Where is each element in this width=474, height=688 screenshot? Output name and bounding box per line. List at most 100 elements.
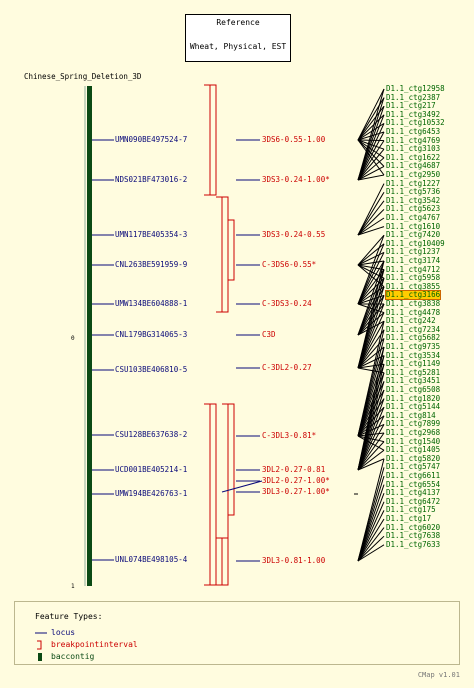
locus-label[interactable]: CNL179BG314065-3 <box>115 330 188 339</box>
bin-label[interactable]: 3DS3-0.24-1.00* <box>262 175 330 184</box>
legend-label-baccontig: baccontig <box>51 652 95 661</box>
contig-label[interactable]: D1.1_ctg7633 <box>386 539 441 549</box>
correspondence-line <box>357 458 385 471</box>
contig-label[interactable]: D1.1_ctg217 <box>386 101 436 111</box>
contig-label[interactable]: D1.1_ctg6611 <box>386 471 441 480</box>
contig-label[interactable]: D1.1_ctg3451 <box>386 376 441 386</box>
reference-species: Wheat, Physical, EST <box>189 42 287 51</box>
contig-label[interactable]: D1.1_ctg4767 <box>386 213 441 222</box>
contig-label[interactable]: D1.1_ctg1149 <box>386 359 441 369</box>
bin-label[interactable]: 3DL2-0.27-1.00* <box>262 476 330 485</box>
locus-label[interactable]: UMW134BE604888-1 <box>115 299 188 308</box>
contig-label[interactable]: D1.1_ctg4687 <box>386 161 441 171</box>
contig-label[interactable]: D1.1_ctg10532 <box>386 118 445 128</box>
locus-label[interactable]: NDS021BF473016-2 <box>115 175 188 184</box>
contig-label[interactable]: D1.1_ctg7899 <box>386 419 441 429</box>
correspondence-line <box>357 269 385 305</box>
breakpoint-bracket <box>222 537 229 586</box>
correspondence-line <box>357 329 385 369</box>
contig-label[interactable]: D1.1_ctg3534 <box>386 350 441 360</box>
bin-label[interactable]: C-3DS6-0.55* <box>262 260 317 269</box>
locus-label[interactable]: UCD001BE405214-1 <box>115 465 188 474</box>
contig-label[interactable]: D1.1_ctg5281 <box>386 367 441 377</box>
contig-label[interactable]: D1.1_ctg7638 <box>386 531 441 541</box>
contig-label[interactable]: D1.1_ctg5736 <box>386 187 441 197</box>
contig-label[interactable]: D1.1_ctg1237 <box>386 247 441 257</box>
contig-label-highlighted[interactable]: D1.1_ctg3166 <box>384 290 442 301</box>
correspondence-line <box>357 355 385 369</box>
contig-label[interactable]: D1.1_ctg4137 <box>386 488 441 498</box>
contig-label[interactable]: D1.1_ctg5144 <box>386 402 441 412</box>
contig-label[interactable]: D1.1_ctg6020 <box>386 522 441 532</box>
breakpoint-bracket <box>210 84 217 196</box>
bin-label[interactable]: 3DL3-0.81-1.00 <box>262 556 326 565</box>
contig-label[interactable]: D1.1_ctg3855 <box>386 281 441 291</box>
contig-label[interactable]: D1.1_ctg5747 <box>386 462 441 472</box>
contig-label[interactable]: D1.1_ctg10409 <box>386 238 445 248</box>
contig-label[interactable]: D1.1_ctg6453 <box>386 127 441 136</box>
contig-label[interactable]: D1.1_ctg1610 <box>386 221 441 231</box>
locus-label[interactable]: CSU103BE406810-5 <box>115 365 188 374</box>
contig-label[interactable]: D1.1_ctg1820 <box>386 393 441 403</box>
bin-label[interactable]: 3DS3-0.24-0.55 <box>262 230 326 239</box>
contig-label[interactable]: D1.1_ctg1227 <box>386 178 441 188</box>
correspondence-line <box>357 295 385 369</box>
bin-label[interactable]: C-3DS3-0.24 <box>262 299 312 308</box>
contig-label[interactable]: D1.1_ctg1622 <box>386 152 441 162</box>
bin-label[interactable]: C-3DL2-0.27 <box>262 363 312 372</box>
contig-label[interactable]: D1.1_ctg4769 <box>386 135 441 145</box>
bin-label[interactable]: 3DL3-0.27-1.00* <box>262 487 330 496</box>
reference-map-box[interactable]: Reference Wheat, Physical, EST <box>185 14 291 62</box>
contig-label[interactable]: D1.1_ctg4478 <box>386 307 441 317</box>
contig-label[interactable]: D1.1_ctg2387 <box>386 92 441 102</box>
breakpoint-bracket <box>204 84 211 196</box>
contig-label[interactable]: D1.1_ctg1540 <box>386 436 441 446</box>
contig-label[interactable]: D1.1_ctg9735 <box>386 342 441 351</box>
contig-label[interactable]: D1.1_ctg3838 <box>386 299 441 308</box>
locus-label[interactable]: CNL263BE591959-9 <box>115 260 188 269</box>
contig-label[interactable]: D1.1_ctg5820 <box>386 453 441 463</box>
locus-label[interactable]: CSU128BE637638-2 <box>115 430 188 439</box>
legend-title: Feature Types: <box>35 612 103 621</box>
correspondence-line <box>357 88 385 141</box>
contig-label[interactable]: D1.1_ctg17 <box>386 514 432 523</box>
contig-label[interactable]: D1.1_ctg5682 <box>386 333 441 343</box>
contig-label[interactable]: D1.1_ctg1405 <box>386 445 441 455</box>
contig-label[interactable]: D1.1_ctg6554 <box>386 479 441 489</box>
contig-label[interactable]: D1.1_ctg2950 <box>386 170 441 179</box>
contig-label[interactable]: D1.1_ctg3542 <box>386 195 441 205</box>
contig-label[interactable]: D1.1_ctg5958 <box>386 273 441 283</box>
locus-label[interactable]: UMN117BE405354-3 <box>115 230 188 239</box>
correspondence-line <box>357 303 385 314</box>
contig-label[interactable]: D1.1_ctg6472 <box>386 496 441 506</box>
locus-label[interactable]: UNL074BE498105-4 <box>115 555 188 564</box>
breakpoint-bracket <box>204 403 211 586</box>
contig-label[interactable]: D1.1_ctg175 <box>386 505 436 515</box>
correspondence-line <box>357 234 385 266</box>
locus-label[interactable]: UMW194BE426763-1 <box>115 489 188 498</box>
contig-label[interactable]: D1.1_ctg6508 <box>386 385 441 394</box>
bin-label[interactable]: 3DS6-0.55-1.00 <box>262 135 326 144</box>
contig-label[interactable]: D1.1_ctg3174 <box>386 256 441 265</box>
contig-label[interactable]: D1.1_ctg3492 <box>386 109 441 119</box>
correspondence-line <box>357 424 385 471</box>
bin-label[interactable]: C3D <box>262 330 276 339</box>
locus-label[interactable]: UMN090BE497524-7 <box>115 135 188 144</box>
contig-label[interactable]: D1.1_ctg242 <box>386 316 436 326</box>
contig-label[interactable]: D1.1_ctg5623 <box>386 204 441 214</box>
contig-label[interactable]: D1.1_ctg2968 <box>386 428 441 437</box>
correspondence-line <box>357 226 385 236</box>
contig-label[interactable]: D1.1_ctg7234 <box>386 324 441 334</box>
legend-label-breakpoint: breakpointinterval <box>51 640 138 649</box>
bin-label[interactable]: 3DL2-0.27-0.81 <box>262 465 326 474</box>
contig-label[interactable]: D1.1_ctg4712 <box>386 264 441 274</box>
contig-label[interactable]: D1.1_ctg814 <box>386 410 436 420</box>
contig-label[interactable]: D1.1_ctg12958 <box>386 84 445 93</box>
contig-label[interactable]: D1.1_ctg3103 <box>386 144 441 154</box>
bin-label[interactable]: C-3DL3-0.81* <box>262 431 317 440</box>
map-title[interactable]: Chinese_Spring_Deletion_3D <box>24 72 142 81</box>
contig-label[interactable]: D1.1_ctg7420 <box>386 230 441 240</box>
correspondence-line <box>357 243 385 305</box>
